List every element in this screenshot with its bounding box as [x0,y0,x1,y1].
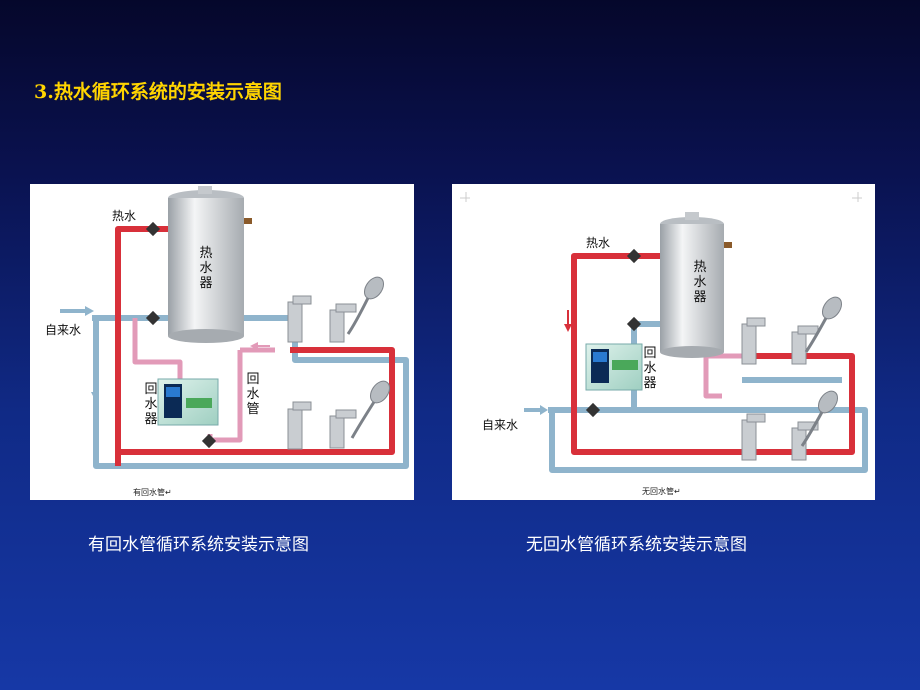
return-device-label-2: 水 [144,397,158,412]
return-device-label-1: 回 [643,346,657,361]
return-pipe-label: 回 水 管 [245,372,261,417]
small-caption-right: 无回水管↵ [642,487,681,496]
slide-title: 3.热水循环系统的安装示意图 [34,81,282,103]
tank-label: 热 水 器 [198,246,214,291]
piping-diagram-left [60,186,409,469]
tank-label-1: 热 [199,246,213,261]
hot-water-label: 热水 [586,236,611,250]
return-device-label-3: 器 [144,412,158,427]
tank-label-2: 水 [693,275,707,290]
small-caption-left: 有回水管↵ [133,488,172,497]
tank-label: 热 水 器 [692,260,708,305]
piping-diagram-right [460,192,868,473]
return-pipe-label-2: 水 [246,387,260,402]
tap-water-label: 自来水 [482,418,519,432]
return-pipe-label-1: 回 [246,372,260,387]
tank-label-3: 器 [693,290,707,305]
return-pipe-label-3: 管 [246,402,260,417]
tank-label-2: 水 [199,261,213,276]
tank-label-3: 器 [199,276,213,291]
hot-water-label: 热水 [112,209,137,223]
tap-water-label: 自来水 [45,323,82,337]
return-device-label-1: 回 [144,382,158,397]
diagram-without-return-pipe: 热水 自来水 热 水 器 回 水 器 无回水管↵ [452,184,875,500]
diagram-with-return-pipe: 热水 自来水 热 水 器 回 水 器 回 水 管 有回水管↵ [30,184,414,500]
tank-label-1: 热 [693,260,707,275]
return-device-label: 回 水 器 [143,382,159,427]
caption-without-return-pipe: 无回水管循环系统安装示意图 [526,535,747,555]
return-device-label-3: 器 [643,376,657,391]
caption-with-return-pipe: 有回水管循环系统安装示意图 [88,535,309,555]
return-device-label: 回 水 器 [642,346,658,391]
return-device-label-2: 水 [643,361,657,376]
